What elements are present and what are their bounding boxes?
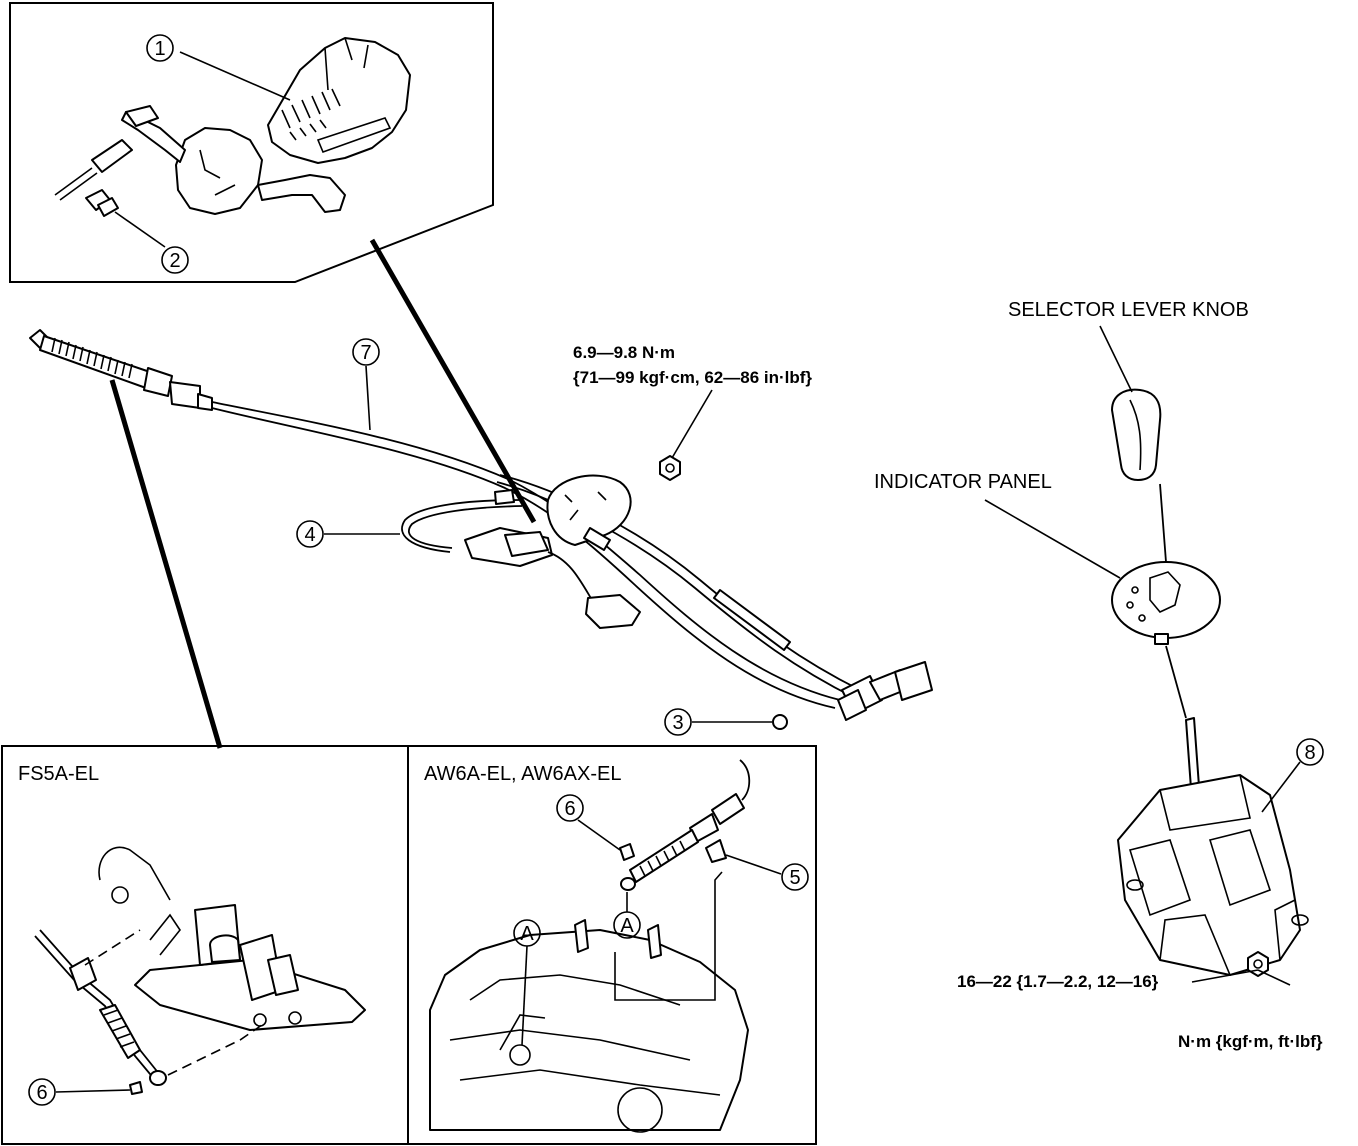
inset-aw6a-el: AW6A-EL, AW6AX-EL 6 5 A A (407, 745, 817, 1145)
callout-3: 3 (664, 708, 772, 736)
callout-6-aw6a-number: 6 (564, 798, 575, 820)
inset-aw6a-el-title: AW6A-EL, AW6AX-EL (424, 763, 621, 785)
callout-4-number: 4 (304, 524, 315, 546)
callout-3-number: 3 (672, 712, 683, 734)
knob-leader (1159, 483, 1167, 563)
clip (85, 189, 119, 217)
callout-5-number: 5 (789, 867, 800, 889)
callout-8: 8 (1261, 738, 1324, 813)
inset-leader-top (369, 238, 537, 524)
panel-leader (1165, 645, 1187, 719)
inset-fs5a-el: FS5A-EL 6 (1, 745, 409, 1145)
bushing (772, 714, 788, 730)
label-selector-lever-knob: SELECTOR LEVER KNOB (1008, 299, 1249, 321)
torque-spec-bracket: 6.9—9.8 N·m {71—99 kgf·cm, 62—86 in·lbf} (573, 343, 812, 459)
steering-column-cover (267, 37, 411, 164)
torque-spec-1-line2: {71—99 kgf·cm, 62—86 in·lbf} (573, 368, 812, 387)
knob-label-leader (1099, 325, 1133, 393)
selector-lever-cable (29, 329, 933, 721)
callout-1-number: 1 (154, 38, 165, 60)
callout-a-upper: A (620, 915, 634, 937)
torque-spec-lever: 16—22 {1.7—2.2, 12—16} (957, 969, 1291, 991)
units-legend: N·m {kgf·m, ft·lbf} (1178, 1032, 1323, 1051)
combination-switch-inset (9, 2, 494, 283)
combination-switch (121, 105, 346, 215)
indicator-panel (1111, 561, 1221, 645)
callout-2-number: 2 (169, 250, 180, 272)
bracket-nut (659, 455, 681, 481)
connector (54, 139, 133, 201)
torque-spec-2: 16—22 {1.7—2.2, 12—16} (957, 972, 1159, 991)
callout-1: 1 (146, 34, 174, 62)
callout-6-fs5a-number: 6 (36, 1082, 47, 1104)
callout-7-number: 7 (360, 342, 371, 364)
callout-4: 4 (296, 520, 400, 548)
panel-label-leader (984, 499, 1121, 579)
key-interlock-harness (401, 489, 641, 629)
torque-spec-1-line1: 6.9—9.8 N·m (573, 343, 675, 362)
callout-7: 7 (352, 338, 380, 431)
callout-a-lower: A (520, 923, 534, 945)
inset-fs5a-el-title: FS5A-EL (18, 763, 99, 785)
label-indicator-panel: INDICATOR PANEL (874, 471, 1052, 493)
callout-2: 2 (161, 246, 189, 274)
selector-lever-knob (1111, 388, 1162, 481)
lever-nut (1247, 951, 1269, 977)
selector-lever-assembly (1117, 774, 1309, 976)
inset-leader-bottom (109, 379, 223, 749)
callout-8-number: 8 (1304, 742, 1315, 764)
